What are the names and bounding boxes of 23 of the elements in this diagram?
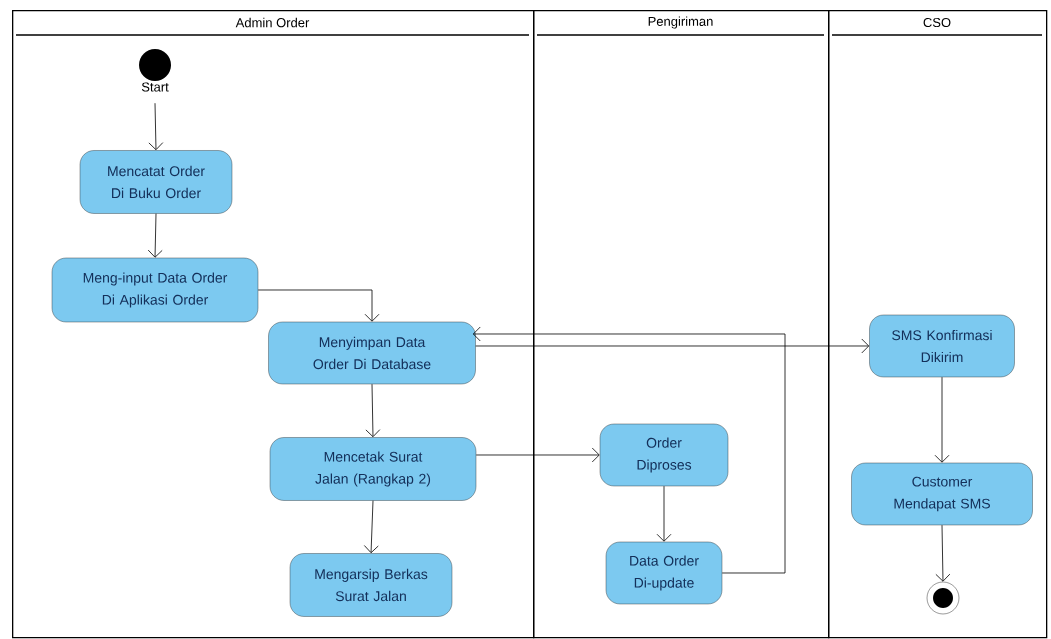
- arrow: [656, 485, 672, 542]
- arrow: [257, 289, 380, 322]
- activity-box: Meng-input Data Order Di Aplikasi Order: [51, 257, 259, 323]
- activity-box: Mengarsip Berkas Surat Jalan: [289, 553, 453, 617]
- arrow: [934, 376, 950, 463]
- arrow: [147, 213, 163, 258]
- end-node: [926, 581, 960, 615]
- arrow: [365, 383, 381, 438]
- activity-box: Mencetak Surat Jalan (Rangkap 2): [269, 437, 477, 501]
- activity-box: Mencatat Order Di Buku Order: [79, 150, 233, 214]
- activity-box: Data Order Di-update: [605, 541, 723, 605]
- activity-box: Order Diproses: [599, 423, 729, 487]
- activity-box: Customer Mendapat SMS: [851, 462, 1033, 526]
- arrow: [472, 326, 786, 574]
- activity-box: SMS Konfirmasi Dikirim: [869, 314, 1015, 378]
- arrow: [475, 338, 870, 354]
- arrow: [363, 500, 379, 554]
- node-caption: Start: [141, 82, 169, 92]
- activity-box: Menyimpan Data Order Di Database: [268, 321, 476, 385]
- arrow: [475, 447, 600, 463]
- arrow: [148, 102, 164, 151]
- arrow: [935, 524, 951, 582]
- start-node: [139, 49, 171, 81]
